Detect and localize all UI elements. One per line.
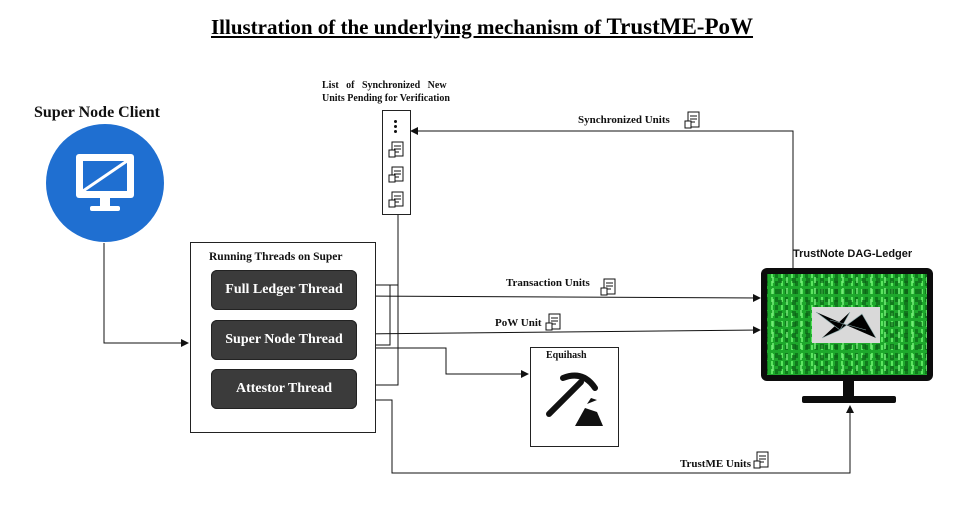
attestor-thread[interactable]: Attestor Thread <box>211 369 357 409</box>
client-circle <box>46 124 164 242</box>
pending-list-box <box>382 110 411 215</box>
document-icon <box>600 278 616 296</box>
title-prefix: Illustration of the underlying mechanism… <box>210 15 607 39</box>
equihash-label: Equihash <box>546 350 587 361</box>
threads-panel-label: Running Threads on Super <box>209 251 343 263</box>
synchronized-units-line <box>410 127 794 268</box>
document-icon <box>753 451 769 469</box>
title-emphasis: TrustME-PoW <box>606 14 754 39</box>
ledger-label: TrustNote DAG-Ledger <box>793 248 913 260</box>
client-to-threads-line <box>103 243 189 347</box>
page-title: Illustration of the underlying mechanism… <box>0 14 964 40</box>
ellipsis-icon <box>394 120 397 123</box>
equihash-line <box>360 347 529 378</box>
super-node-thread[interactable]: Super Node Thread <box>211 320 357 360</box>
full-ledger-thread[interactable]: Full Ledger Thread <box>211 270 357 310</box>
monitor-icon <box>76 154 134 211</box>
client-label: Super Node Client <box>34 104 160 121</box>
pickaxe-icon <box>546 372 603 426</box>
transaction-units-line <box>359 293 761 302</box>
document-icons <box>388 141 404 208</box>
document-icon <box>684 111 700 129</box>
document-icon <box>545 313 561 331</box>
synchronized-units-label: Synchronized Units <box>578 114 670 126</box>
pending-list-label-line2: Units Pending for Verification <box>322 93 450 104</box>
equihash-box: Equihash <box>530 347 619 447</box>
trustme-units-line <box>360 399 854 474</box>
pending-list-label: List of Synchronized New Units Pending f… <box>322 79 450 105</box>
pow-unit-line <box>359 326 761 335</box>
trustme-units-label: TrustME Units <box>680 458 751 470</box>
transaction-units-label: Transaction Units <box>506 277 590 289</box>
pending-list-label-line1: List of Synchronized New <box>322 80 447 91</box>
pow-unit-label: PoW Unit <box>495 317 542 329</box>
